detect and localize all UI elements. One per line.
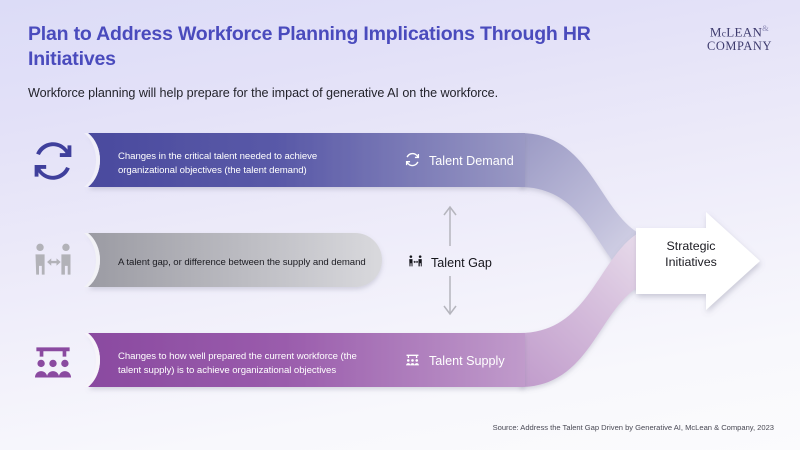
logo-c: c xyxy=(721,29,727,40)
strategic-initiatives-label: Strategic Initiatives xyxy=(645,238,737,270)
talent-gap-description: A talent gap, or difference between the … xyxy=(118,257,366,268)
band-talent-gap xyxy=(84,233,382,287)
strategic-initiatives-line-1: Strategic xyxy=(666,239,716,253)
strategic-initiatives-arrow xyxy=(636,212,760,310)
gap-arrow-down-icon xyxy=(443,276,457,316)
sync-icon xyxy=(30,138,76,184)
header: Plan to Address Workforce Planning Impli… xyxy=(28,22,648,100)
source-citation: Source: Address the Talent Gap Driven by… xyxy=(492,423,774,432)
page-title: Plan to Address Workforce Planning Impli… xyxy=(28,23,591,70)
talent-gap-label: Talent Gap xyxy=(431,256,492,270)
sync-icon-small xyxy=(405,152,420,170)
talent-supply-label: Talent Supply xyxy=(429,354,505,368)
people-gap-icon xyxy=(30,238,76,284)
mclean-company-logo: McLEAN& COMPANY xyxy=(706,23,772,54)
page-subtitle: Workforce planning will help prepare for… xyxy=(28,85,499,100)
talent-supply-description: Changes to how well prepared the current… xyxy=(118,351,357,376)
gap-arrow-up-icon xyxy=(443,205,457,246)
logo-lean: LEAN xyxy=(726,24,763,40)
strategic-initiatives-line-2: Initiatives xyxy=(665,255,717,270)
talent-gap-label-group: Talent Gap xyxy=(408,254,492,272)
talent-supply-label-group: Talent Supply xyxy=(405,352,505,370)
logo-m: M xyxy=(709,24,722,40)
talent-demand-description: Changes in the critical talent needed to… xyxy=(118,151,318,176)
people-gap-icon-small xyxy=(408,254,423,272)
audience-icon xyxy=(30,338,76,384)
logo-ampersand: & xyxy=(762,23,770,33)
audience-icon-small xyxy=(405,352,420,370)
talent-demand-label: Talent Demand xyxy=(429,154,514,168)
logo-company: COMPANY xyxy=(706,38,772,53)
talent-demand-label-group: Talent Demand xyxy=(405,152,514,170)
logo-line-1: McLEAN& xyxy=(707,23,772,40)
